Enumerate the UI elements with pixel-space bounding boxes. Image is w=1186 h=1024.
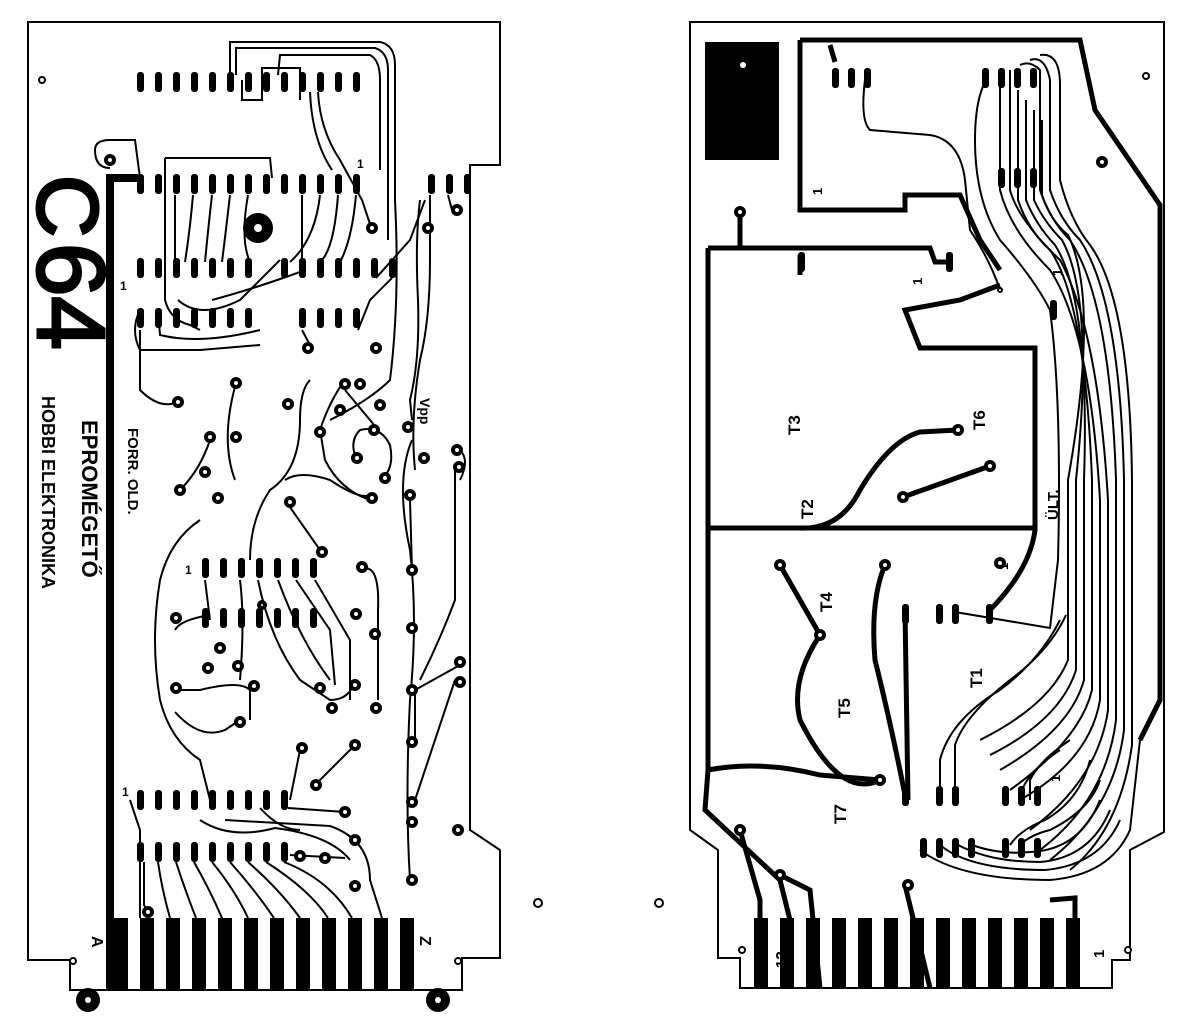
ic-row-3 [137,258,396,278]
pin1-marker: 1 [1048,775,1063,782]
ic-row-8 [137,842,288,862]
right-pads [798,68,1057,858]
mounting-hole [38,76,46,84]
pin1-marker: 1 [996,563,1011,570]
ic-row-6 [202,608,317,628]
pin1-marker: 1 [1050,269,1065,276]
label-t2: T2 [798,499,817,519]
left-board: C 64 EPROMÉGETŐ HOBBI ELEKTRONIKA FORR. … [16,21,1150,1012]
large-pad [435,997,441,1003]
pin1-marker: 1 [810,188,825,195]
large-pad [85,997,91,1003]
pin1-marker: 1 [357,157,364,171]
label-t1: T1 [967,668,986,688]
edge-label-12: 12 [773,951,790,968]
large-pad [254,224,262,232]
c64-logo: C 64 [16,174,126,352]
label-t4: T4 [817,592,836,612]
label-t7: T7 [831,804,850,824]
board-title: EPROMÉGETŐ [77,420,102,578]
label-t3: T3 [785,415,804,435]
left-edge-fingers [114,918,414,990]
ic-row-5 [202,558,317,578]
edge-label-z: Z [416,936,433,946]
c64-logo-c: C [19,175,115,237]
label-t6: T6 [970,410,989,430]
side-label: FORR. OLD. [124,428,141,515]
ic-row-2 [137,174,360,194]
copper-fill-hole [740,62,746,68]
publisher-label: HOBBI ELEKTRONIKA [38,396,58,589]
ic-row-4 [137,308,360,328]
copper-fill-block [705,42,779,160]
left-vias [104,154,466,918]
right-vias [734,156,1132,954]
right-bus-traces [862,53,1141,882]
edge-label-1: 1 [1091,950,1108,958]
alignment-hole [654,898,664,908]
alignment-hole [533,898,543,908]
right-board: T3 T2 T6 T4 T5 T1 T7 ÜLT. 1 1 1 1 1 12 1 [689,21,1165,989]
left-ic-pads [137,72,471,862]
mounting-hole [1142,72,1150,80]
edge-label-a: A [88,936,105,948]
left-mounting-holes [38,72,1150,1012]
left-ground-rail [106,174,138,990]
pin1-marker: 1 [122,785,129,799]
pin1-marker: 1 [185,563,192,577]
c64-logo-64: 64 [17,243,124,350]
label-t5: T5 [835,698,854,718]
ic-row-top [137,72,360,92]
mounting-hole [69,957,77,965]
right-edge-fingers [754,918,1080,988]
ic-row-right-column [428,174,471,194]
right-power-traces [702,37,1163,989]
ic-row-7 [137,790,288,810]
vpp-label: Vpp [417,398,433,424]
right-board-outline [689,21,1165,989]
pin1-marker: 1 [120,279,127,293]
pin1-marker: 1 [910,278,925,285]
left-traces [93,41,466,919]
ult-label: ÜLT. [1045,489,1062,520]
mounting-hole [454,957,462,965]
